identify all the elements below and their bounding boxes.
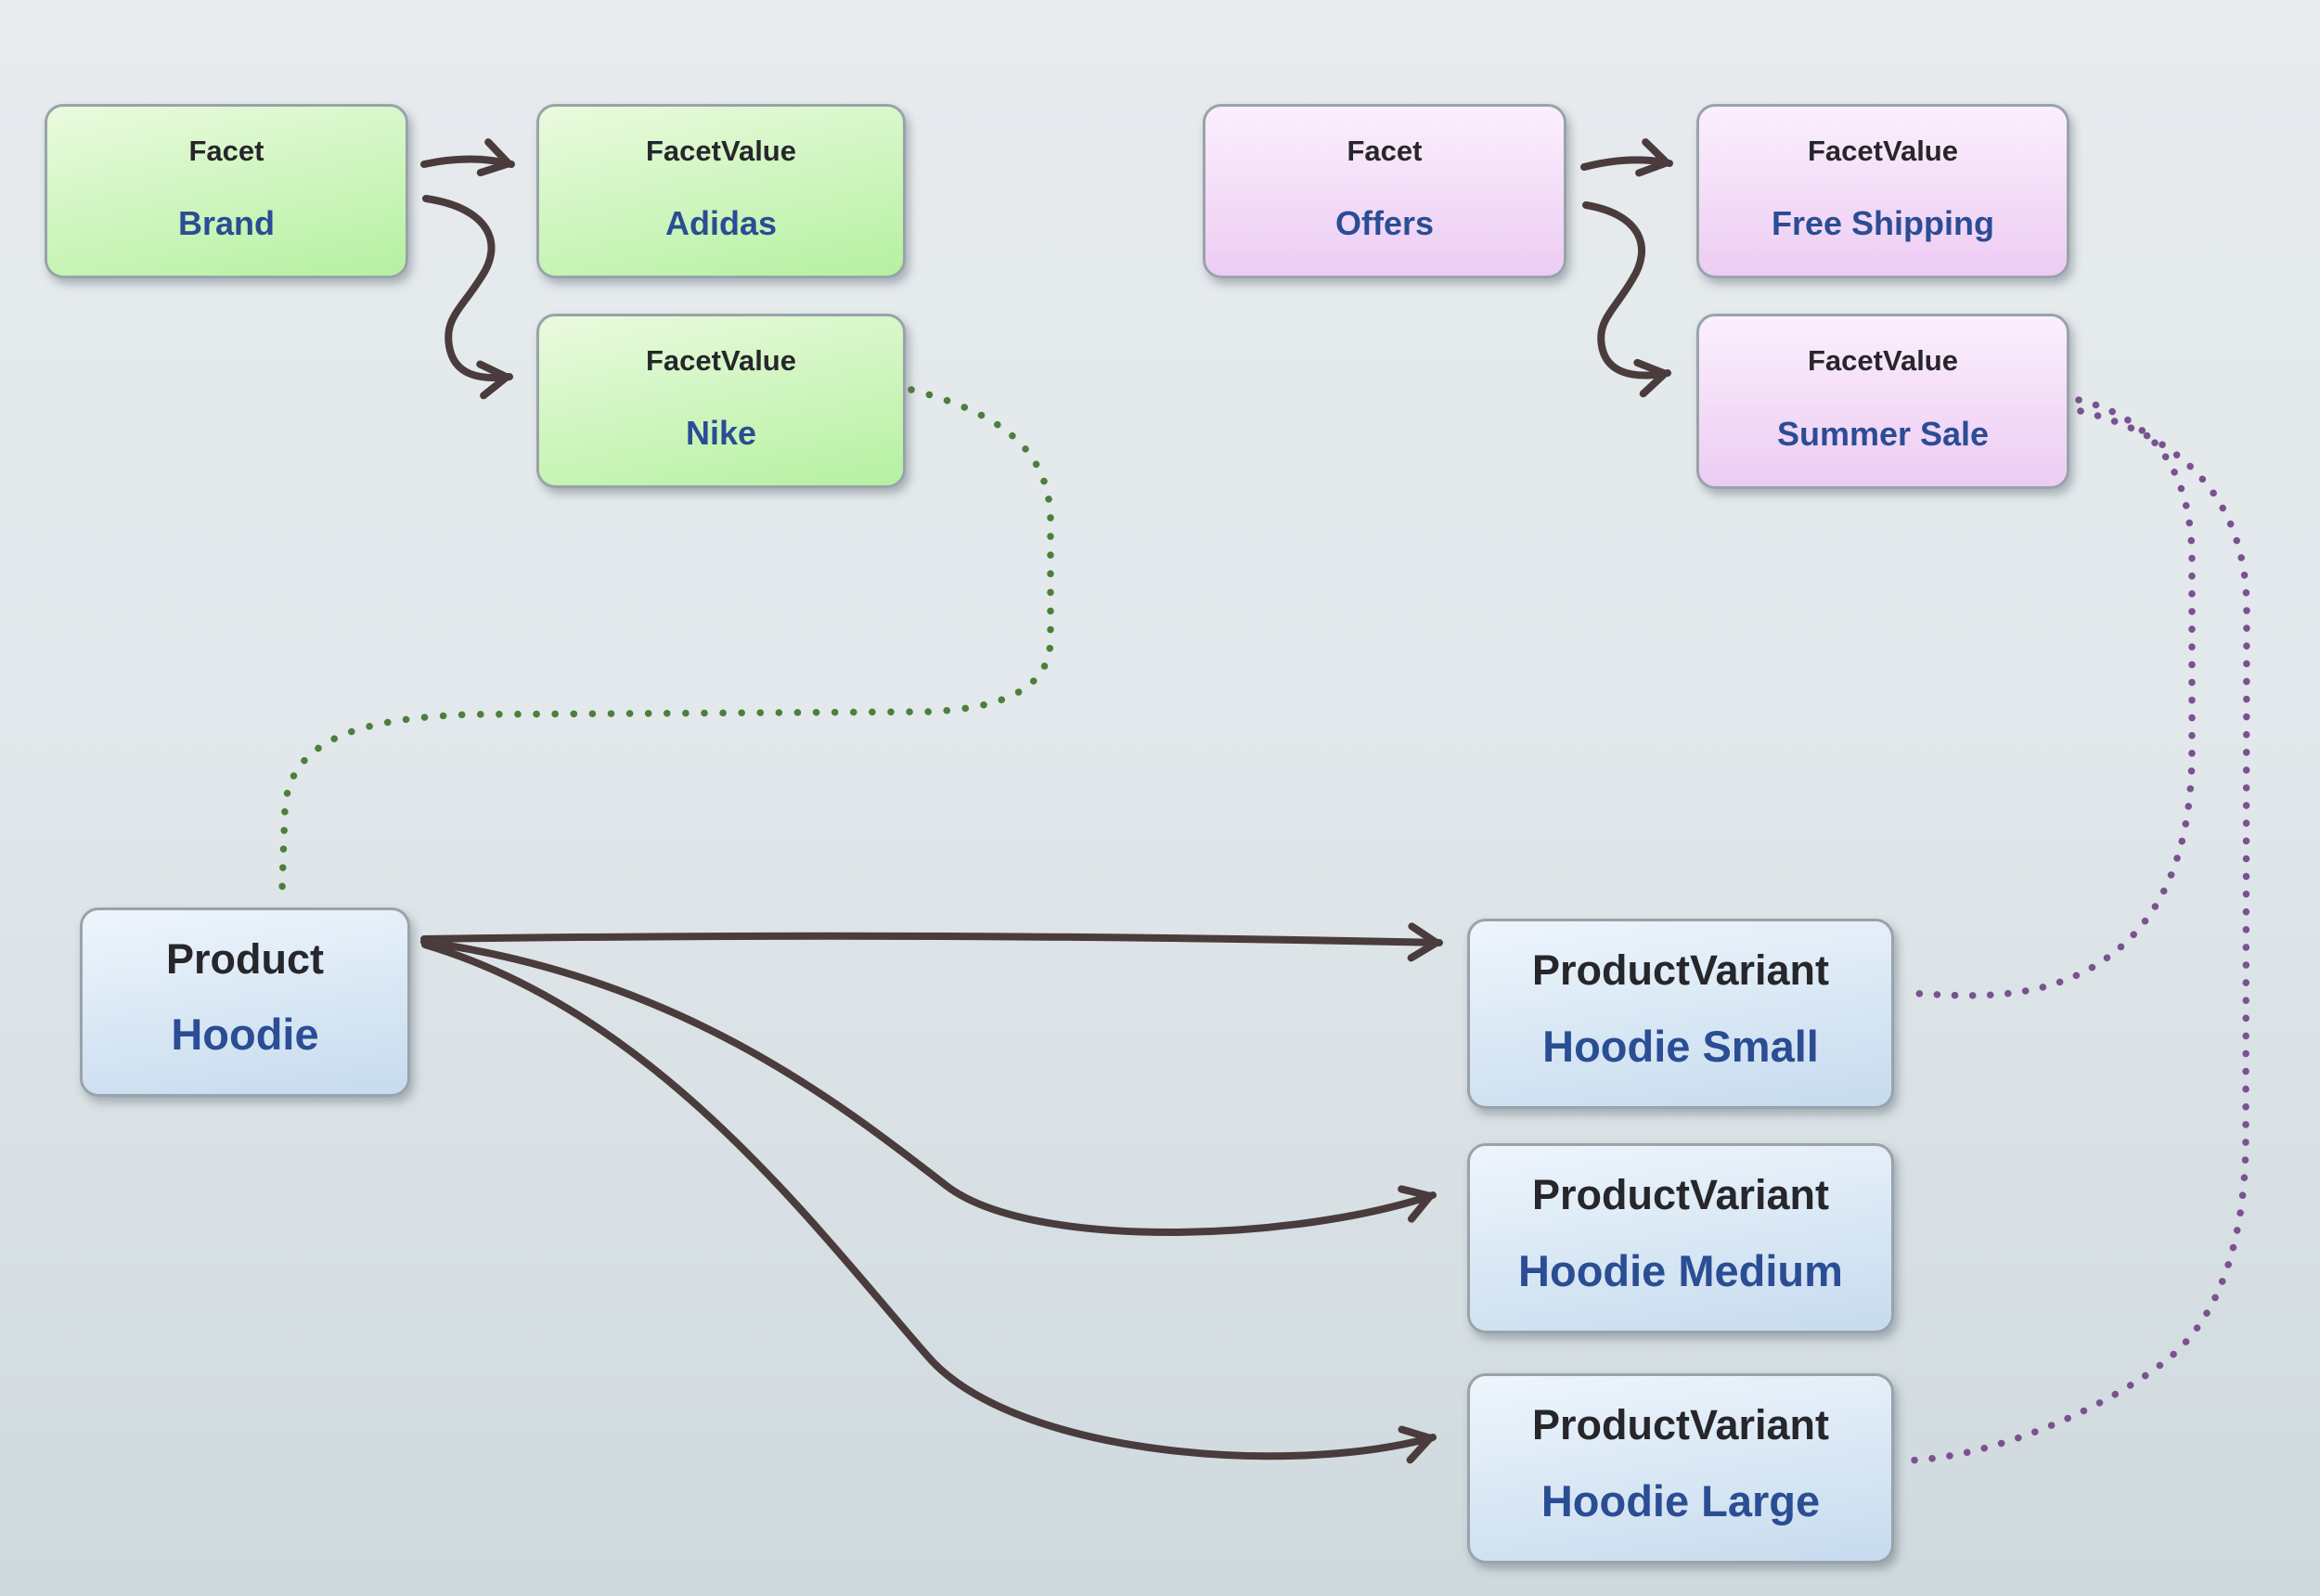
node-value-label: Nike [685, 414, 757, 452]
node-facetvalue-summer-sale: FacetValue Summer Sale [1696, 314, 2069, 489]
node-type-label: Facet [1347, 135, 1423, 167]
node-type-label: ProductVariant [1531, 1401, 1830, 1448]
node-facetvalue-nike: FacetValue Nike [536, 314, 906, 488]
node-facetvalue-adidas: FacetValue Adidas [536, 104, 906, 278]
node-value-label: Hoodie Large [1540, 1476, 1821, 1525]
edge-brand-to-adidas [420, 138, 515, 177]
node-value-label: Free Shipping [1771, 204, 1994, 242]
edge-hoodie-to-hoodie-medium [420, 938, 1437, 1236]
node-productvariant-hoodie-medium: ProductVariant Hoodie Medium [1467, 1143, 1894, 1333]
edge-brand-to-nike [422, 195, 513, 400]
node-value-label: Hoodie Medium [1518, 1246, 1843, 1295]
edge-offers-to-free-shipping [1580, 138, 1673, 177]
node-value-label: Offers [1334, 204, 1435, 242]
link-summer-sale-to-hoodie-small [1901, 396, 2196, 999]
node-type-label: Product [165, 935, 324, 983]
edge-hoodie-to-hoodie-small [420, 922, 1443, 962]
node-facet-offers: Facet Offers [1203, 104, 1566, 278]
node-type-label: FacetValue [646, 135, 796, 167]
node-type-label: FacetValue [1808, 344, 1958, 377]
edge-offers-to-summer-sale [1582, 201, 1671, 398]
node-type-label: ProductVariant [1531, 946, 1830, 994]
node-value-label: Adidas [664, 204, 778, 242]
node-productvariant-hoodie-large: ProductVariant Hoodie Large [1467, 1373, 1894, 1564]
edge-hoodie-to-hoodie-large [421, 941, 1437, 1464]
link-summer-sale-to-hoodie-large [1904, 407, 2250, 1464]
node-value-label: Hoodie [171, 1010, 319, 1059]
node-value-label: Brand [177, 204, 275, 242]
node-type-label: ProductVariant [1531, 1171, 1830, 1218]
node-value-label: Summer Sale [1776, 415, 1990, 453]
node-facet-brand: Facet Brand [45, 104, 408, 278]
node-facetvalue-free-shipping: FacetValue Free Shipping [1696, 104, 2069, 278]
link-nike-to-hoodie [278, 386, 1054, 893]
node-type-label: FacetValue [1808, 135, 1958, 167]
node-product-hoodie: Product Hoodie [80, 907, 410, 1097]
node-value-label: Hoodie Small [1542, 1022, 1819, 1071]
node-type-label: FacetValue [646, 344, 796, 377]
node-productvariant-hoodie-small: ProductVariant Hoodie Small [1467, 919, 1894, 1109]
node-type-label: Facet [188, 135, 264, 167]
